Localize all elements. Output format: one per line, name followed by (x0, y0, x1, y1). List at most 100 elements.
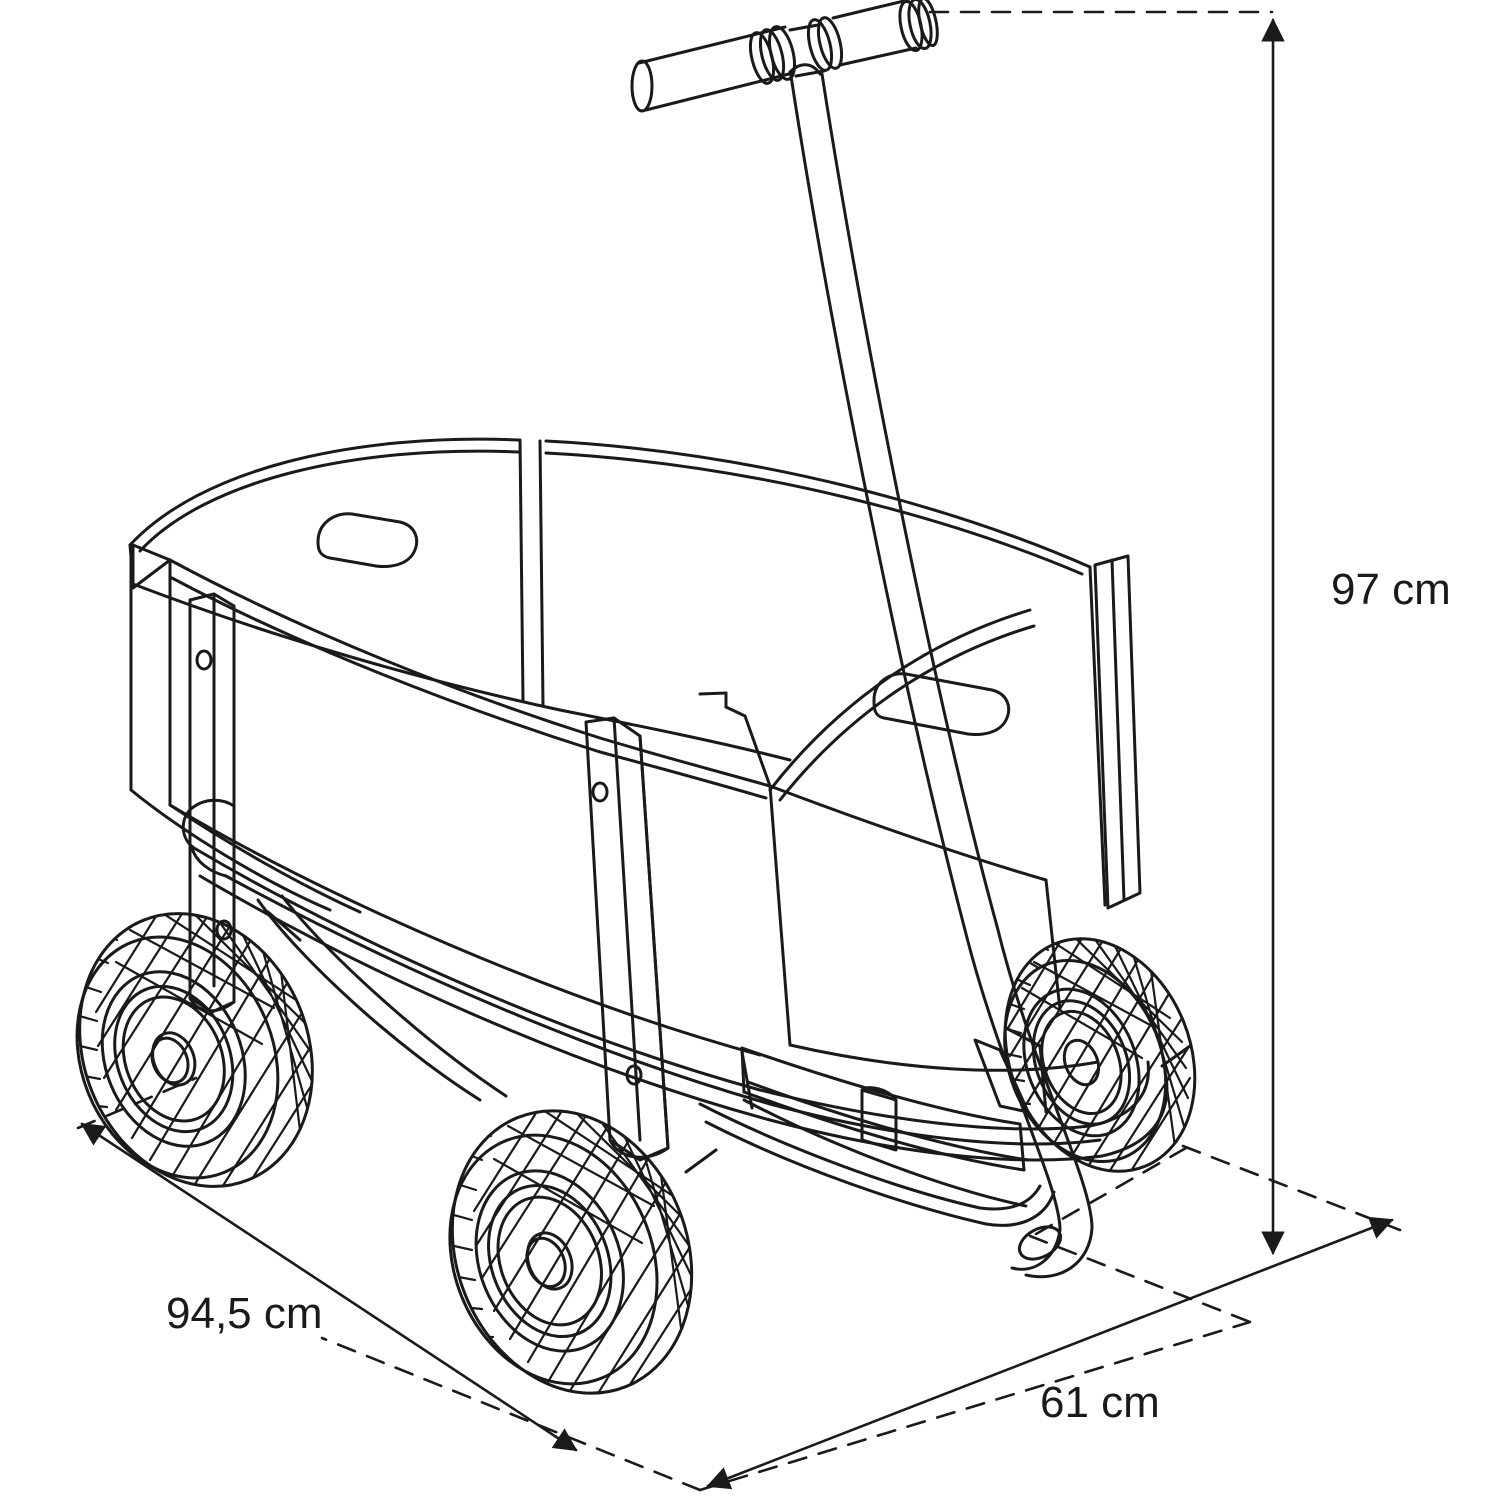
rim-back-right-inner (544, 451, 1084, 576)
height-dimension-label: 97 cm (1331, 565, 1451, 614)
axle-stub-rear-left (266, 910, 302, 942)
inner-rim-right-arc-inner (778, 624, 1036, 802)
batten-mid-seam-b (638, 734, 670, 1150)
wheel-rear-left (75, 912, 314, 1188)
front-panel-right-edge (768, 784, 792, 1047)
right-panel-top-line (768, 784, 1048, 882)
rim-back-right-outer (544, 439, 1092, 569)
bumper-rail-right-top (758, 1088, 1092, 1131)
tire-sidewall-hatch-front (448, 1074, 597, 1415)
handlebar-right-top (831, 0, 910, 20)
handlebar-right-cap-ring (907, 0, 933, 51)
tire-sidewall-hatch-right (1001, 924, 1088, 1178)
undercarriage-bracket (860, 1088, 898, 1152)
axle-stub-front-left (684, 1148, 718, 1174)
bumper-rail-top (181, 806, 762, 1092)
tire-inner-left (75, 935, 280, 1180)
handle-post-right-edge (820, 72, 1094, 1230)
handlebar-assembly (630, 0, 939, 113)
batten-left-screw-top (195, 649, 213, 671)
hub-ring-front (496, 1195, 603, 1327)
handle-post-end-cap (1017, 1225, 1063, 1261)
bumper-rail-left-fillet (190, 798, 236, 810)
handle-slot-right (872, 672, 1011, 736)
wheel-front-left (448, 1109, 694, 1395)
back-panel-right-edge (1088, 565, 1107, 907)
handle-post-left-edge (789, 74, 1062, 1232)
wagon-body (128, 437, 1142, 1072)
handle-slot-left (316, 512, 419, 568)
tire-crown-hatch-front (472, 1074, 704, 1405)
front-panel-bottom (168, 803, 762, 1057)
front-panel-notch-a (743, 714, 772, 788)
length-dimension-label: 94,5 cm (166, 1289, 323, 1338)
tire-inner-front (448, 1133, 659, 1386)
handle-post (789, 72, 1094, 1279)
tire-crown-hatch-left (94, 878, 322, 1202)
handlebar-ring-4 (806, 18, 834, 72)
rear-corner-batten (1093, 554, 1142, 910)
chassis-strut-left-2 (280, 894, 508, 1098)
front-panel-top-inner (170, 576, 602, 754)
handle-post-bend-left (1010, 1228, 1062, 1271)
vertical-battens (188, 592, 670, 1162)
left-panel-bottom (129, 788, 332, 912)
rim-inner-right (1031, 999, 1132, 1126)
axle-mounts (266, 910, 1192, 1174)
handlebar-ring-2 (758, 28, 786, 82)
inner-floor-edge-left (131, 582, 562, 712)
rear-corner-batten-seam (1110, 558, 1126, 902)
rim-outer-front (474, 1169, 625, 1353)
witness-line-right-bottom (1028, 1234, 1252, 1324)
bumper-rail-mid (190, 846, 772, 1106)
handlebar-ring-5 (816, 16, 844, 70)
ground-edge-bottom-right (698, 1320, 1252, 1492)
chassis-lower-rail-a (698, 1102, 982, 1210)
hub-ring-left (121, 995, 226, 1123)
tubular-frame (181, 798, 1169, 1227)
back-panel-seam-left (518, 438, 525, 702)
undercarriage-bracket-top (860, 1086, 898, 1102)
undercarriage-diagonal (742, 1098, 1028, 1208)
handlebar-center-top (788, 23, 820, 32)
handlebar-post-fillet (788, 63, 822, 76)
batten-left-screw-bottom (215, 919, 233, 941)
back-panel-seam-right (538, 439, 545, 707)
undercarriage-rail-low (742, 1090, 1026, 1172)
witness-line-right-top (1181, 1144, 1402, 1232)
rim-inner-front (487, 1183, 613, 1339)
front-panel-top-outer (168, 558, 602, 740)
front-panel-top-inner-2 (598, 750, 768, 800)
inner-rim-right-arc-outer (768, 608, 1032, 792)
hub-ring-right (1040, 1009, 1123, 1116)
hub-bore-left-inner (150, 1036, 190, 1085)
handlebar-left-bottom (644, 71, 795, 112)
handle-post-bend-right (1024, 1226, 1094, 1279)
handlebar-ring-3 (767, 25, 797, 81)
gusset-left-edge (740, 1050, 754, 1110)
inner-floor-edge-mid (558, 708, 792, 762)
bumper-rail-right-mid (768, 1102, 1102, 1146)
handlebar-left-cap (630, 59, 654, 113)
axle-stub-rear-right (1160, 1044, 1192, 1068)
handlebar-right-bottom (838, 46, 918, 67)
right-panel-bottom (788, 1043, 1100, 1072)
batten-mid-seam-a (612, 716, 642, 1142)
width-dimension-line (706, 1216, 1394, 1490)
left-corner-cap (131, 543, 172, 590)
hub-bore-front-inner (525, 1236, 567, 1289)
undercarriage-rail-right-end (1018, 1122, 1026, 1172)
dimension-lines (76, 10, 1402, 1492)
front-panel-notch-b (724, 705, 747, 718)
tire-outer-left (78, 912, 314, 1188)
tire-crown-hatch-right (1006, 917, 1192, 1185)
handlebar-right-cap-inner (917, 0, 939, 48)
front-panel-top-outer-2 (598, 736, 772, 788)
chassis-lower-rail-b (704, 1120, 988, 1226)
width-dimension-label: 61 cm (1040, 1378, 1160, 1427)
chassis-lower-rail-fillet-2 (984, 1190, 1056, 1227)
length-dimension-line (80, 1122, 578, 1452)
chassis-strut-left (256, 898, 482, 1102)
